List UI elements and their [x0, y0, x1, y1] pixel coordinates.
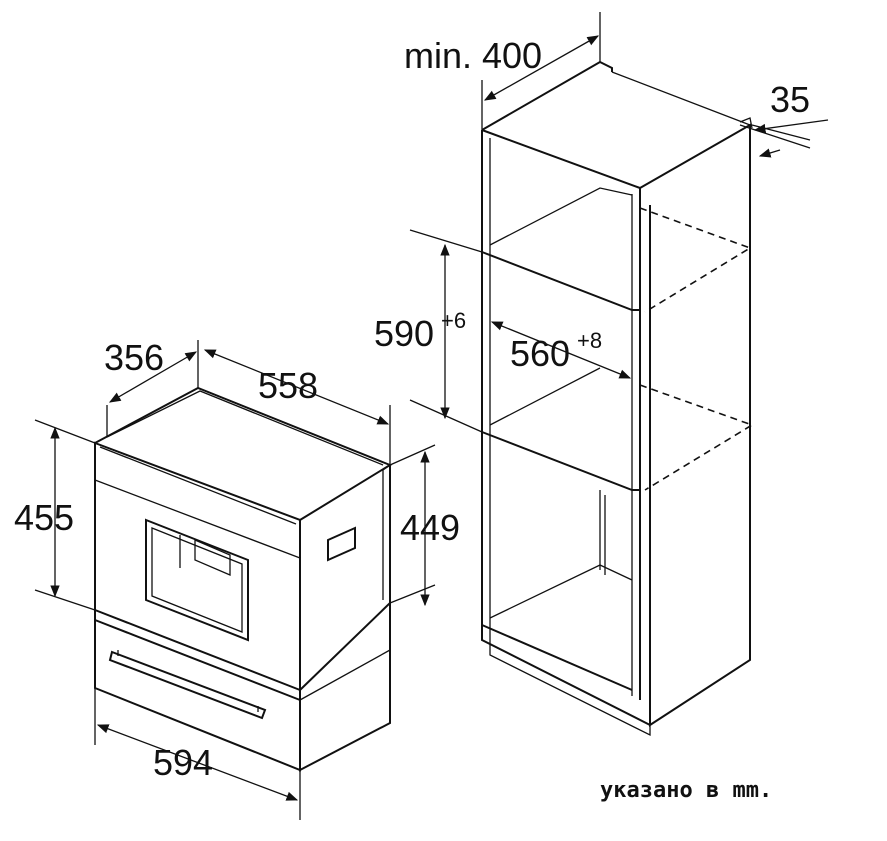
appliance-dimension-lines: [34, 340, 436, 820]
dim-cabinet-back-gap: 35: [770, 79, 810, 120]
dim-appliance-depth: 356: [104, 337, 164, 378]
dim-niche-width: 560: [510, 333, 570, 374]
dim-appliance-height-front: 455: [14, 497, 74, 538]
appliance-drawing: [94, 386, 393, 772]
dim-appliance-height-side: 449: [400, 507, 460, 548]
dim-niche-height-tolerance: +6: [441, 308, 466, 333]
cabinet-drawing: [481, 60, 754, 737]
cabinet-dimension-lines: [409, 12, 829, 433]
dim-niche-min-depth: min. 400: [404, 35, 542, 76]
dim-appliance-width-front: 594: [153, 742, 213, 783]
dim-appliance-width-top: 558: [258, 365, 318, 406]
units-note: указано в mm.: [600, 778, 773, 803]
dim-niche-width-tolerance: +8: [577, 328, 602, 353]
dim-niche-height: 590: [374, 313, 434, 354]
